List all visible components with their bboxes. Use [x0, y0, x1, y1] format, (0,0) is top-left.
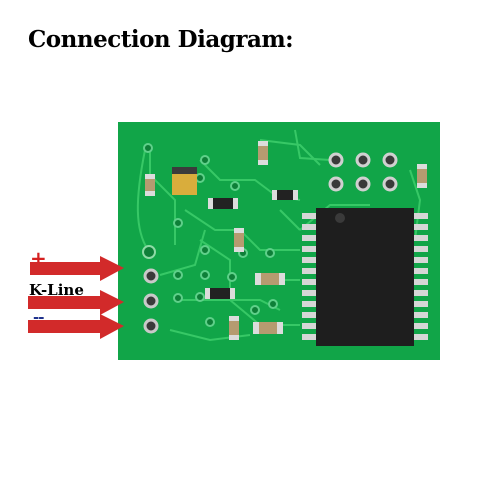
ic-pin-left: [302, 246, 317, 252]
ic-pin-left: [302, 235, 317, 241]
ic-pin-right: [413, 301, 428, 307]
ic-pin-left: [302, 257, 317, 263]
minus-arrow: [28, 314, 124, 339]
ic-pin-right: [413, 334, 428, 340]
ic-pin-right: [413, 323, 428, 329]
ic-pin-left: [302, 334, 317, 340]
ic-pin-left: [302, 323, 317, 329]
ic-pin-right: [413, 312, 428, 318]
ic-pin-left: [302, 268, 317, 274]
ic-pin-right: [413, 290, 428, 296]
ic-pin-left: [302, 224, 317, 230]
header-pads: [328, 152, 398, 192]
kline-arrow: [28, 290, 124, 315]
ic-chip: [302, 208, 428, 346]
ic-pin-right: [413, 246, 428, 252]
ic-pin-left: [302, 301, 317, 307]
ic-pin-left: [302, 213, 317, 219]
kline-label: K-Line: [29, 281, 84, 299]
diagram-title: Connection Diagram:: [28, 26, 294, 53]
vias: [143, 143, 278, 327]
ic-pin-right: [413, 279, 428, 285]
minus-label: --: [33, 308, 44, 326]
ic-pin-right: [413, 257, 428, 263]
ic-pin-right: [413, 235, 428, 241]
ic-pin-right: [413, 224, 428, 230]
plus-arrow: [30, 256, 124, 281]
arrows: [28, 256, 124, 339]
ic-pin-right: [413, 213, 428, 219]
ic-pin-left: [302, 279, 317, 285]
ic-pin-left: [302, 290, 317, 296]
smd-components: [145, 141, 427, 340]
ic-pin-left: [302, 312, 317, 318]
tantalum-capacitor: [172, 167, 197, 195]
ic-pin-right: [413, 268, 428, 274]
left-pads: [142, 245, 159, 334]
